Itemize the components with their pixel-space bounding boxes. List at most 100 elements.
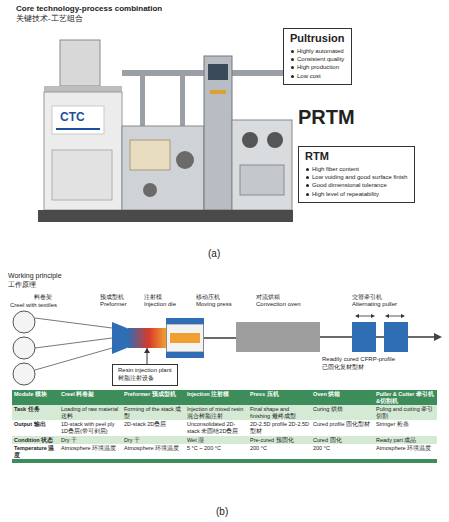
process-box: RTMHigh fiber contentLow voiding and goo… <box>298 146 415 203</box>
table-cell-text: 2D-2.5D profile 2D-2.5D型材 <box>250 421 309 434</box>
wheel <box>176 151 194 169</box>
machine-module: 交替牵引机Alternating puller <box>352 322 408 352</box>
plant-label: Resin injection plant <box>118 367 172 375</box>
table-row: Temperature 温度Atmosphere 环境温度Atmosphere … <box>12 444 437 461</box>
cabinet-door <box>52 150 112 200</box>
table-cell-text: Condition 状态 <box>14 437 57 444</box>
table-cell: Ready part 成品 <box>374 436 437 445</box>
machine-module: 移动压机Moving press <box>166 318 204 358</box>
table-cell-text: Dry 干 <box>61 437 120 444</box>
table-cell: Task 任务 <box>12 405 59 420</box>
puller-block <box>384 322 408 352</box>
bullet-item: High production <box>290 63 344 71</box>
module-label-text: 移动压机 <box>196 294 232 301</box>
fibre-line <box>35 338 112 348</box>
table-cell-text: Loading of raw material 送料 <box>61 406 120 419</box>
connector <box>320 337 352 338</box>
logo-plate <box>52 106 104 134</box>
table-cell-text: Injection of mixed resin 混合树脂注射 <box>187 406 246 419</box>
machine-module: 对流烘箱Convection oven <box>236 322 320 352</box>
creel-roll <box>13 363 35 385</box>
table-cell: Curing 烘焙 <box>311 405 374 420</box>
table-cell-text: Task 任务 <box>14 406 57 413</box>
table-cell: Forming of the stack 成型 <box>122 405 185 420</box>
middle-unit <box>122 126 204 210</box>
table-cell-text: Preformer 预成型机 <box>124 391 183 398</box>
table-cell-text: Atmosphere 环境温度 <box>376 445 435 452</box>
fibre-line <box>35 348 112 370</box>
label: Readily cured CFRP-profile <box>322 356 395 363</box>
table-cell: Preformer 预成型机 <box>122 390 185 405</box>
module-outline <box>128 328 166 348</box>
puller-block <box>352 322 376 352</box>
bullet-item: High fiber content <box>305 165 407 173</box>
table-cell: Output 输出 <box>12 420 59 435</box>
button-row <box>210 90 226 94</box>
module-label-text: 预成型机 <box>100 294 127 301</box>
table-cell-text: 200 °C <box>313 445 372 452</box>
table-cell: Injection of mixed resin 混合树脂注射 <box>185 405 248 420</box>
table-cell-text: Pre-cured 预固化 <box>250 437 309 444</box>
table-cell-text: Cured profile 固化型材 <box>313 421 372 428</box>
label: PRTM <box>298 106 355 129</box>
bullet-item: Consistent quality <box>290 55 344 63</box>
table-cell-text: Curing 烘焙 <box>313 406 372 413</box>
table-cell-text: Final shape and finishing 最终成型 <box>250 406 309 419</box>
table-cell: Final shape and finishing 最终成型 <box>248 405 311 420</box>
module-label-text: 注射模 <box>144 294 176 301</box>
module-outline <box>112 322 128 354</box>
table-cell: Oven 烘箱 <box>311 390 374 405</box>
cabinet <box>44 92 122 210</box>
puller-unit <box>232 120 292 210</box>
bullet-item: Low cost <box>290 72 344 80</box>
mold-block <box>130 140 170 170</box>
logo-line <box>56 128 100 130</box>
table-cell-text: Cured 固化 <box>313 437 372 444</box>
creel-roll <box>13 311 35 333</box>
label: Creel with textiles <box>10 302 57 309</box>
creel-frame <box>60 40 100 86</box>
press-platen <box>166 352 204 358</box>
table-cell: Wet 湿 <box>185 436 248 445</box>
table-cell: Puling and cutting 牵引切割 <box>374 405 437 420</box>
module-outline <box>236 322 320 352</box>
table-cell: Dry 干 <box>59 436 122 445</box>
module-label-text: Preformer <box>100 301 127 308</box>
table-cell-text: 200 °C <box>250 445 309 452</box>
table-cell: Cured profile 固化型材 <box>311 420 374 435</box>
module-label: 预成型机Preformer <box>100 294 127 308</box>
table-cell: Press 压机 <box>248 390 311 405</box>
roller <box>242 132 258 148</box>
creel-roll <box>13 337 35 359</box>
table-cell: 200 °C <box>311 444 374 461</box>
post <box>180 76 185 126</box>
label: 已固化复材型材 <box>322 364 364 371</box>
table-row: Task 任务 Loading of raw material 送料Forming… <box>12 405 437 420</box>
press-mould <box>170 333 200 343</box>
table-cell: Atmosphere 环境温度 <box>59 444 122 461</box>
table-cell-text: Unconsolidated 2D-stack 未固结2D叠层 <box>187 421 246 434</box>
injection-die-shape <box>128 328 166 348</box>
box-heading: RTM <box>305 150 407 163</box>
table-cell-text: Ready part 成品 <box>376 437 435 444</box>
module-label-text: 交替牵引机 <box>352 294 397 301</box>
table-cell: 200 °C <box>248 444 311 461</box>
process-table: Module 模块Creel 料卷架Preformer 预成型机Injectio… <box>12 390 437 463</box>
module-label-text: Convection oven <box>256 301 301 308</box>
table-cell: Atmosphere 环境温度 <box>122 444 185 461</box>
press-frame <box>167 324 204 352</box>
module-label-text: Alternating puller <box>352 301 397 308</box>
table-cell: 5 °C ~ 200 °C <box>185 444 248 461</box>
bullet-item: Highly automated <box>290 47 344 55</box>
wheel <box>143 183 157 197</box>
table-row: Output 输出1D-stack with peel ply 1D叠层(带可剥… <box>12 420 437 435</box>
label: Core technology-process combination <box>16 4 162 13</box>
process-box: PultrusionHighly automatedConsistent qua… <box>283 28 352 85</box>
table-cell: Temperature 温度 <box>12 444 59 461</box>
plant-box: Resin injection plant树脂注射设备 <box>112 364 178 386</box>
label: 关键技术-工艺组合 <box>16 14 83 23</box>
table-cell-text: Injection 注射模 <box>187 391 246 398</box>
table-cell: Dry 干 <box>122 436 185 445</box>
